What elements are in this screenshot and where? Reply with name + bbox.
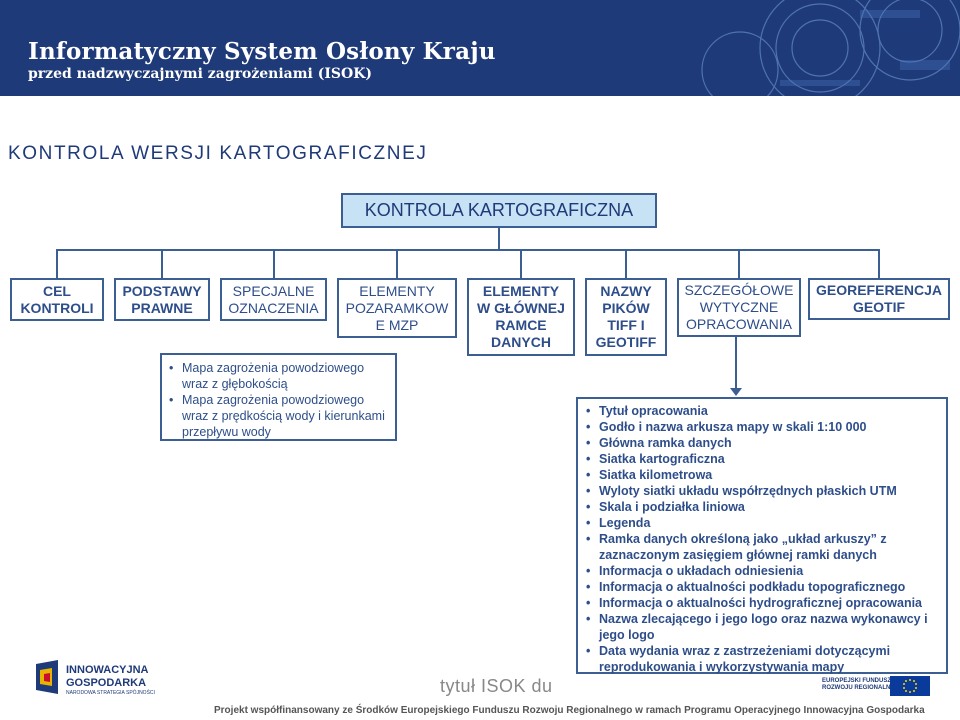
list-item: Legenda: [583, 515, 942, 531]
root-box: KONTROLA KARTOGRAFICZNA: [341, 193, 657, 228]
eu-fund-line2: ROZWOJU REGIONALNEGO: [822, 685, 904, 691]
list-item: Godło i nazwa arkusza mapy w skali 1:10 …: [583, 419, 942, 435]
list-item: Ramka danych określoną jako „układ arkus…: [583, 531, 942, 563]
left-detail-box: Mapa zagrożenia powodziowego wraz z głęb…: [160, 353, 397, 441]
logo-left-line2: GOSPODARKA: [66, 677, 147, 689]
list-item: Informacja o układach odniesienia: [583, 563, 942, 579]
list-item: Mapa zagrożenia powodziowego wraz z pręd…: [166, 392, 391, 440]
header-decoration: [701, 0, 960, 96]
left-detail-list: Mapa zagrożenia powodziowego wraz z głęb…: [166, 360, 391, 440]
root-label: KONTROLA KARTOGRAFICZNA: [364, 200, 634, 220]
category-label: SZCZEGÓŁOWE WYTYCZNE OPRACOWANIA: [684, 282, 794, 332]
funding-text: Projekt współfinansowany ze Środków Euro…: [214, 705, 925, 716]
category-box-szczegolowe-wytyczne: SZCZEGÓŁOWE WYTYCZNE OPRACOWANIA: [677, 278, 801, 337]
category-box-georeferencja: GEOREFERENCJA GEOTIF: [808, 278, 950, 320]
list-item: Główna ramka danych: [583, 435, 942, 451]
connector-drop-elementy-ramki: [520, 250, 522, 278]
slide-title: KONTROLA WERSJI KARTOGRAFICZNEJ: [8, 143, 428, 164]
connector-root-down: [498, 228, 500, 250]
category-label: SPECJALNE OZNACZENIA: [228, 282, 319, 316]
category-box-cel-kontroli: CEL KONTROLI: [10, 278, 104, 321]
category-label: NAZWY PIKÓW TIFF I GEOTIFF: [595, 283, 657, 350]
list-item: Tytuł opracowania: [583, 403, 942, 419]
header-subtitle: przed nadzwyczajnymi zagrożeniami (ISOK): [28, 66, 373, 82]
category-box-elementy-ramki: ELEMENTY W GŁÓWNEJ RAMCE DANYCH: [467, 278, 575, 356]
list-item: Mapa zagrożenia powodziowego wraz z głęb…: [166, 360, 391, 392]
list-item: Siatka kartograficzna: [583, 451, 942, 467]
connector-drop-elementy-pozaramkowe: [396, 250, 398, 278]
connector-horizontal: [56, 249, 880, 251]
connector-to-right-box: [735, 337, 737, 389]
eu-flag-icon: [890, 676, 930, 696]
right-detail-box: Tytuł opracowaniaGodło i nazwa arkusza m…: [576, 397, 948, 674]
connector-drop-specjalne-oznaczenia: [272, 250, 275, 278]
logo-left-line3: NARODOWA STRATEGIA SPÓJNOŚCI: [66, 690, 155, 696]
list-item: Wyloty siatki układu współrzędnych płask…: [583, 483, 942, 499]
eu-fund-line1: EUROPEJSKI FUNDUSZ: [822, 678, 892, 684]
list-item: Informacja o aktualności hydrograficznej…: [583, 595, 942, 611]
category-label: ELEMENTY W GŁÓWNEJ RAMCE DANYCH: [477, 283, 565, 350]
list-item: Skala i podziałka liniowa: [583, 499, 942, 515]
arrow-to-right-box: [730, 388, 742, 396]
list-item: Nazwa zlecającego i jego logo oraz nazwa…: [583, 611, 942, 643]
list-item: Siatka kilometrowa: [583, 467, 942, 483]
connector-drop-szczegolowe-wytyczne: [738, 250, 740, 278]
category-box-specjalne-oznaczenia: SPECJALNE OZNACZENIA: [220, 278, 327, 321]
header-title: Informatyczny System Osłony Kraju: [28, 38, 496, 65]
eu-stars-icon: [903, 679, 917, 693]
category-box-nazwy-pikow: NAZWY PIKÓW TIFF I GEOTIFF: [585, 278, 667, 356]
list-item: Data wydania wraz z zastrzeżeniami dotyc…: [583, 643, 942, 675]
connector-drop-nazwy-pikow: [625, 250, 627, 278]
connector-drop-podstawy-prawne: [161, 250, 163, 278]
category-label: CEL KONTROLI: [20, 282, 94, 316]
category-box-elementy-pozaramkowe: ELEMENTY POZARAMKOW E MZP: [337, 278, 457, 338]
category-label: ELEMENTY POZARAMKOW E MZP: [345, 282, 449, 333]
category-label: GEOREFERENCJA GEOTIF: [815, 282, 943, 315]
connector-drop-cel-kontroli: [56, 250, 58, 278]
category-box-podstawy-prawne: PODSTAWY PRAWNE: [114, 278, 210, 321]
watermark-text: tytuł ISOK du: [440, 676, 553, 696]
logo-left-line1: INNOWACYJNA: [66, 664, 149, 676]
right-detail-list: Tytuł opracowaniaGodło i nazwa arkusza m…: [583, 403, 942, 675]
category-label: PODSTAWY PRAWNE: [122, 282, 202, 316]
innowacyjna-gospodarka-logo: [36, 660, 58, 694]
header-banner: Informatyczny System Osłony Kraju przed …: [0, 0, 960, 96]
connector-drop-georeferencja: [878, 250, 880, 278]
list-item: Informacja o aktualności podkładu topogr…: [583, 579, 942, 595]
